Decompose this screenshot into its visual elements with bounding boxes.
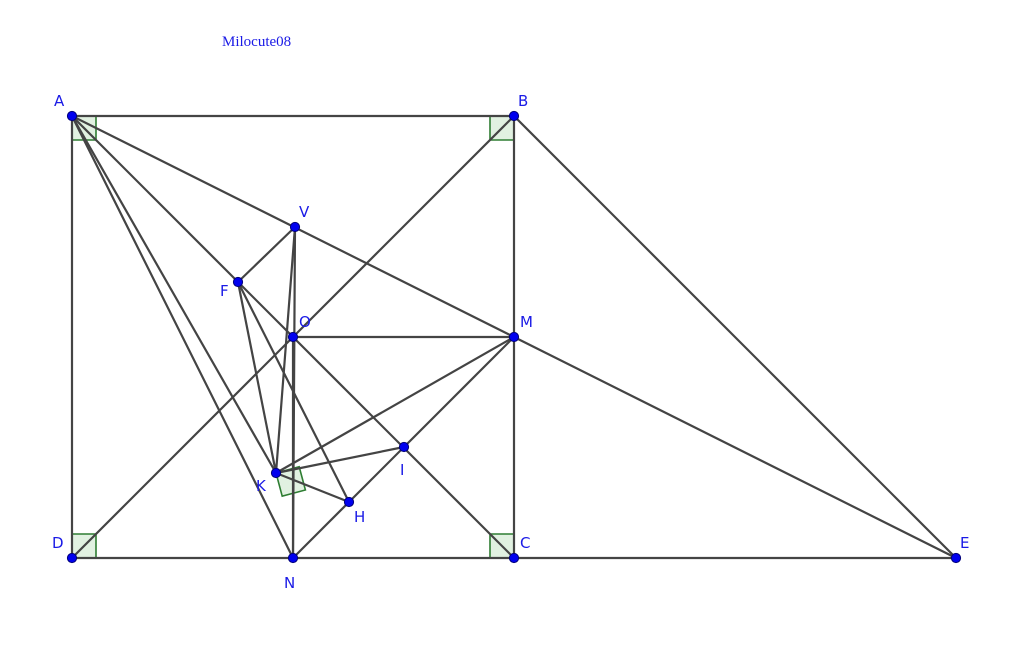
- segment-an: [70, 114, 295, 560]
- segment-fk: [236, 280, 278, 475]
- label-m: M: [520, 313, 533, 331]
- point-n[interactable]: [287, 552, 299, 564]
- point-a[interactable]: [66, 110, 78, 122]
- points-layer: [66, 110, 962, 564]
- label-f: F: [220, 282, 229, 300]
- label-k: K: [256, 477, 267, 495]
- segment-km: [274, 335, 516, 475]
- label-n: N: [284, 574, 295, 592]
- point-c[interactable]: [508, 552, 520, 564]
- watermark-text: Milocute08: [222, 34, 292, 50]
- label-a: A: [54, 92, 65, 110]
- point-i[interactable]: [398, 441, 410, 453]
- point-b[interactable]: [508, 110, 520, 122]
- point-d[interactable]: [66, 552, 78, 564]
- segment-vk: [274, 225, 297, 475]
- point-v[interactable]: [289, 221, 301, 233]
- labels-layer: A B C D E M O N V F K H I: [52, 92, 969, 592]
- label-b: B: [518, 92, 528, 110]
- point-h[interactable]: [343, 496, 355, 508]
- label-c: C: [520, 534, 530, 552]
- point-f[interactable]: [232, 276, 244, 288]
- segment-ak: [70, 114, 278, 475]
- label-h: H: [354, 508, 365, 526]
- segment-kh: [274, 471, 351, 504]
- segment-ki: [274, 445, 406, 475]
- segment-be: [512, 114, 958, 560]
- segment-vf: [236, 225, 297, 284]
- label-e: E: [960, 534, 969, 552]
- label-o: O: [299, 313, 311, 331]
- point-k[interactable]: [270, 467, 282, 479]
- label-d: D: [52, 534, 64, 552]
- point-e[interactable]: [950, 552, 962, 564]
- point-o[interactable]: [287, 331, 299, 343]
- label-v: V: [299, 203, 310, 221]
- segment-fh: [236, 280, 351, 504]
- point-m[interactable]: [508, 331, 520, 343]
- label-i: I: [400, 461, 404, 479]
